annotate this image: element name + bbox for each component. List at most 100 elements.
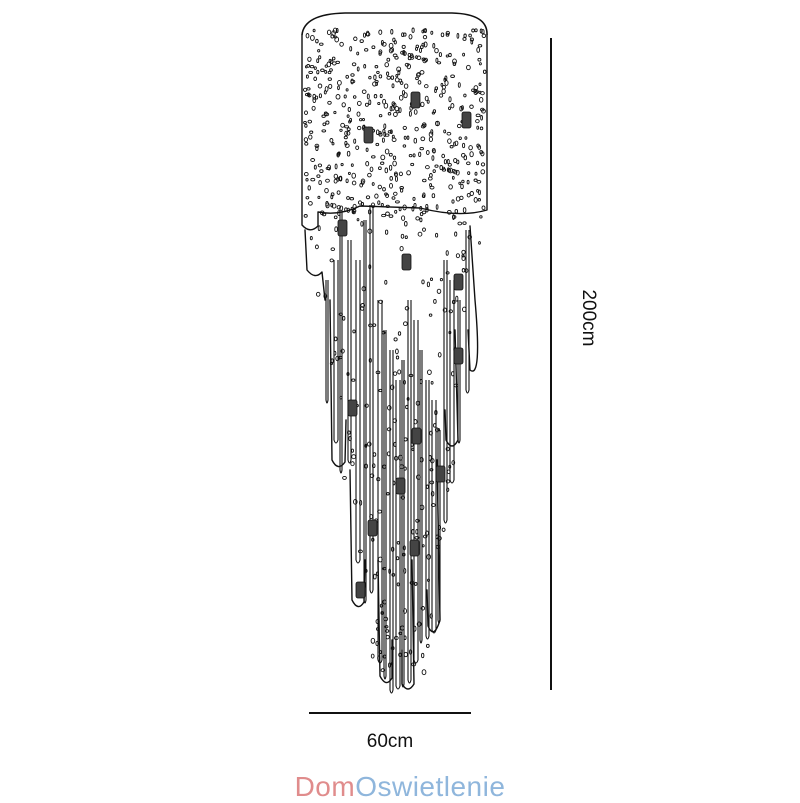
crystal-bead [439, 165, 443, 171]
crystal-bead [397, 369, 402, 375]
crystal-bead [374, 65, 379, 69]
crystal-bead [395, 110, 400, 114]
bulb-holder [410, 91, 421, 109]
bulb-holder [461, 111, 472, 129]
crystal-bead [309, 235, 313, 241]
crystal-bead [466, 192, 471, 198]
crystal-bead [397, 331, 402, 336]
crystal-bead [375, 129, 380, 135]
crystal-bead [356, 66, 360, 72]
crystal-bead [329, 258, 334, 263]
bulb-holder [411, 427, 422, 445]
crystal-bead [419, 205, 423, 211]
bulb-holder [347, 399, 358, 417]
crystal-bead [434, 410, 438, 416]
crystal-bead [434, 427, 440, 433]
crystal-strand [389, 350, 394, 694]
crystal-bead [307, 56, 312, 62]
crystal-bead [339, 205, 344, 211]
crystal-bead [315, 145, 319, 152]
crystal-bead [398, 171, 403, 177]
crystal-bead [421, 652, 425, 659]
crystal-bead [454, 208, 459, 214]
crystal-strand [465, 230, 470, 394]
crystal-bead [479, 28, 483, 34]
crystal-bead [367, 209, 372, 215]
crystal-bead [414, 126, 419, 132]
crystal-bead [394, 200, 400, 204]
crystal-bead [343, 135, 348, 140]
crystal-bead [466, 64, 471, 71]
crystal-bead [316, 174, 321, 178]
crystal-bead [436, 61, 442, 65]
crystal-bead [414, 581, 418, 586]
crystal-bead [356, 218, 360, 222]
crystal-bead [382, 128, 386, 134]
bulb-holder [409, 539, 420, 557]
crystal-bead [324, 69, 328, 74]
crystal-bead [415, 76, 419, 81]
crystal-bead [408, 373, 414, 378]
crystal-bead [478, 189, 481, 196]
crystal-bead [333, 215, 338, 220]
crystal-bead [448, 184, 453, 190]
crystal-bead [386, 491, 390, 496]
crystal-bead [458, 181, 462, 185]
crystal-bead [406, 396, 410, 401]
crystal-bead [448, 52, 452, 58]
crystal-bead [344, 140, 348, 146]
crystal-bead [310, 177, 316, 182]
crystal-bead [436, 288, 442, 294]
crystal-bead [429, 468, 434, 472]
crystal-bead [372, 81, 377, 87]
crystal-bead [430, 30, 434, 35]
crystal-bead [381, 41, 387, 47]
crystal-bead [399, 186, 404, 190]
crystal-bead [425, 530, 429, 536]
crystal-bead [367, 172, 372, 178]
crystal-bead [415, 518, 420, 523]
crystal-bead [378, 166, 382, 171]
crystal-bead [345, 178, 349, 184]
crystal-bead [331, 30, 336, 36]
crystal-bead [427, 578, 430, 582]
crystal-bead [450, 103, 455, 109]
crystal-bead [379, 603, 384, 608]
crystal-bead [422, 123, 427, 128]
crystal-bead [469, 37, 474, 42]
crystal-bead [367, 228, 373, 234]
crystal-bead [399, 187, 404, 193]
crystal-bead [378, 29, 383, 35]
crystal-bead [452, 58, 457, 65]
crystal-bead [312, 93, 316, 100]
crystal-bead [453, 383, 459, 388]
crystal-bead [359, 39, 364, 43]
crystal-bead [371, 182, 375, 186]
crystal-bead [403, 92, 408, 99]
crystal-bead [462, 306, 467, 313]
crystal-bead [451, 460, 456, 466]
crystal-bead [480, 162, 486, 167]
crystal-bead [360, 178, 366, 184]
crystal-bead [383, 616, 389, 622]
crystal-bead [373, 573, 377, 580]
height-label: 200cm [578, 289, 599, 347]
crystal-bead [343, 94, 347, 99]
crystal-bead [337, 79, 342, 86]
crystal-bead [346, 127, 351, 132]
crystal-strand [437, 430, 441, 624]
crystal-bead [437, 535, 442, 541]
crystal-bead [395, 556, 400, 561]
crystal-bead [333, 173, 338, 179]
crystal-bead [461, 268, 466, 273]
brand-part-2: Oswietlenie [355, 771, 506, 802]
crystal-bead [315, 291, 321, 297]
crystal-bead [455, 295, 459, 302]
crystal-bead [371, 537, 375, 542]
crystal-bead [413, 109, 418, 115]
crystal-bead [425, 203, 429, 210]
crystal-bead [421, 210, 427, 215]
crystal-strand [325, 280, 329, 404]
crystal-bead [412, 153, 416, 158]
crystal-bead [317, 163, 323, 168]
